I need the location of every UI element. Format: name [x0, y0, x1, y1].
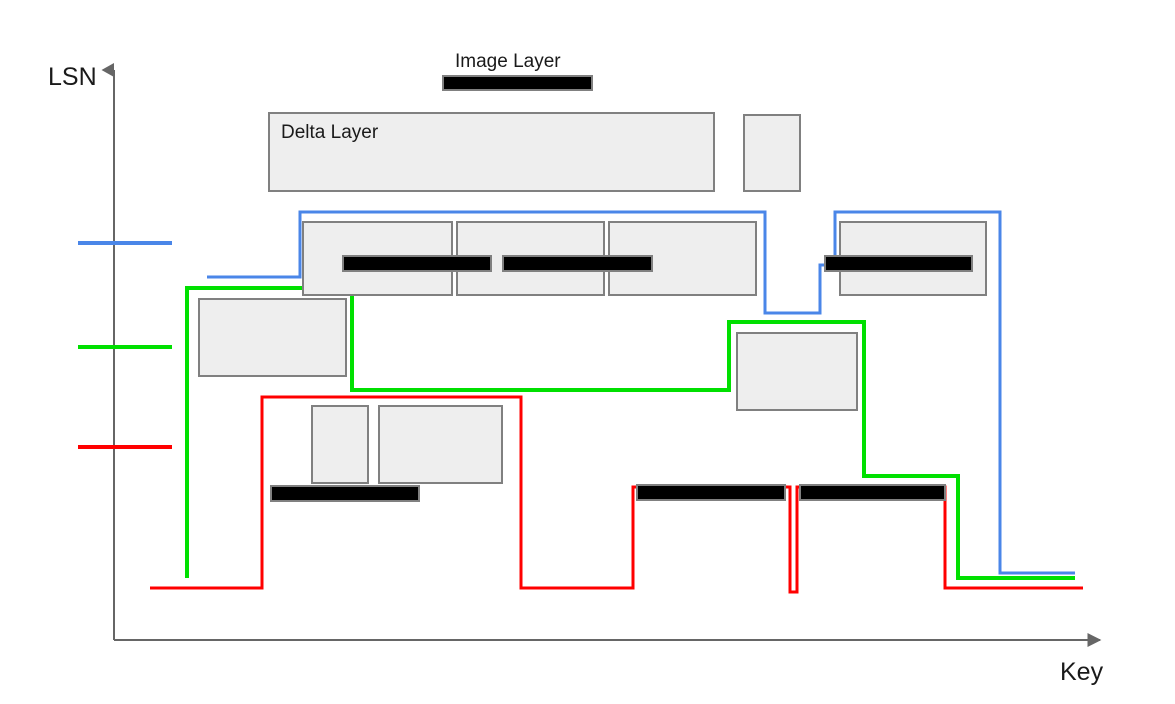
green-box-mid: [736, 332, 858, 411]
green-branch: [185, 286, 1075, 580]
image-bar-mid-2: [799, 484, 946, 501]
blue-branch: [207, 210, 1075, 575]
layer-boxes: [198, 112, 987, 484]
image-layer-bars: [270, 75, 973, 502]
delta-layer-main: [268, 112, 715, 192]
red-box-small: [311, 405, 369, 484]
x-axis-label: Key: [1060, 658, 1104, 686]
image-bar-blue-3: [824, 255, 973, 272]
delta-layer-small: [743, 114, 801, 192]
lsn-tick-marks: [78, 241, 172, 449]
image-bar-top: [442, 75, 593, 91]
image-bar-blue-2: [502, 255, 653, 272]
red-box-wide: [378, 405, 503, 484]
axes: [101, 63, 1102, 647]
y-axis-label: LSN: [48, 63, 97, 91]
green-box-left: [198, 298, 347, 377]
image-bar-mid-1: [636, 484, 786, 501]
image-bar-red-1: [270, 485, 420, 502]
delta-layer-caption: Delta Layer: [281, 122, 379, 143]
image-layer-caption: Image Layer: [455, 51, 561, 72]
image-bar-blue-1: [342, 255, 492, 272]
